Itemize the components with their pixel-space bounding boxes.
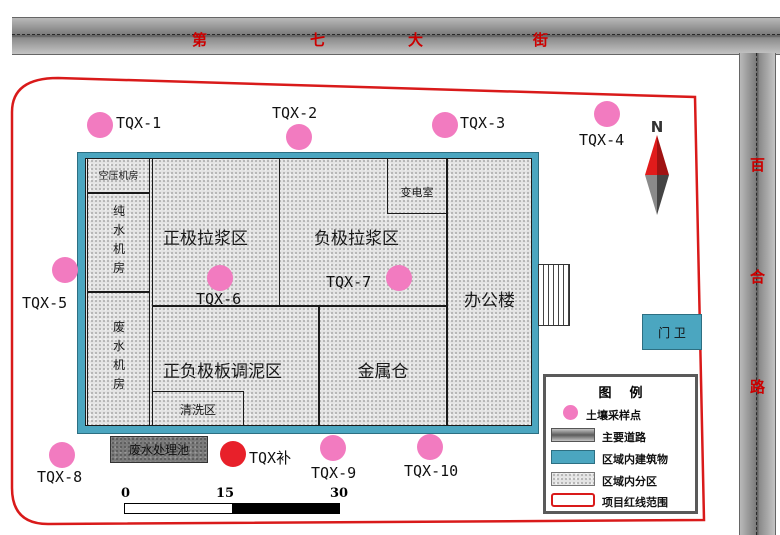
sample-point-6	[207, 265, 233, 291]
zone-cleaning-label: 清洗区	[179, 403, 216, 417]
road-top-char-4: 街	[533, 31, 549, 49]
building-interior	[85, 158, 532, 426]
scale-tick-0: 0	[121, 486, 131, 501]
zone-metal-store-label: 金属仓	[357, 362, 409, 382]
sample-point-9	[320, 435, 346, 461]
legend-title: 图 例	[598, 386, 643, 401]
road-top-char-1: 第	[192, 31, 208, 49]
sample-point-3	[432, 112, 458, 138]
main-road-right-lane	[756, 53, 757, 535]
scale-tick-15: 15	[216, 486, 235, 501]
legend-zone-icon	[551, 472, 595, 486]
sample-label-3: TQX-3	[460, 114, 506, 132]
legend-sample-label: 土壤采样点	[586, 409, 641, 422]
sample-point-4	[594, 101, 620, 127]
main-road-top-lane	[12, 34, 780, 35]
road-right-char-1: 百	[750, 156, 766, 174]
zone-mud-label: 正负极板调泥区	[163, 362, 282, 382]
wastewater-treatment-pool-label: 废水处理池	[128, 443, 189, 457]
sample-label-4: TQX-4	[579, 131, 625, 149]
legend-boundary-icon	[551, 493, 595, 507]
sample-label-9: TQX-9	[311, 464, 357, 482]
guard-house: 门 卫	[642, 314, 702, 350]
main-road-right	[739, 53, 776, 535]
zone-negative-paste-label: 负极拉浆区	[314, 229, 399, 249]
sample-label-1: TQX-1	[116, 114, 162, 132]
zone-negative-paste	[279, 158, 447, 306]
legend-building-icon	[551, 450, 595, 464]
guard-house-label: 门 卫	[658, 325, 686, 340]
sample-point-7	[386, 265, 412, 291]
sample-point-2	[286, 124, 312, 150]
zone-pure-water-char-2: 水	[112, 223, 125, 237]
legend-sample-icon	[563, 405, 578, 420]
road-right-char-3: 路	[750, 378, 766, 396]
zone-waste-water-char-2: 水	[112, 339, 125, 353]
sample-label-10: TQX-10	[404, 462, 459, 480]
road-top-char-2: 七	[310, 31, 326, 49]
zone-cleaning	[152, 391, 244, 426]
zone-waste-water-char-4: 房	[112, 377, 125, 391]
zone-positive-paste-label: 正极拉浆区	[163, 229, 248, 249]
legend-building-label: 区域内建筑物	[602, 453, 668, 466]
sample-point-10	[417, 434, 443, 460]
road-right-char-2: 合	[750, 268, 766, 286]
sample-label-2: TQX-2	[272, 104, 318, 122]
sample-label-5: TQX-5	[22, 294, 68, 312]
zone-pure-water-char-1: 纯	[112, 204, 125, 218]
zone-waste-water	[87, 292, 150, 426]
zone-pure-water-char-3: 机	[112, 242, 125, 256]
sample-label-6: TQX-6	[196, 290, 242, 308]
sample-label-supplement: TQX补	[249, 449, 292, 467]
sample-point-supplement	[220, 441, 246, 467]
sample-point-1	[87, 112, 113, 138]
legend-road-icon	[551, 428, 595, 442]
road-top-char-3: 大	[408, 31, 424, 49]
zone-office	[447, 158, 532, 426]
scale-tick-30: 30	[330, 486, 349, 501]
scale-bar	[124, 503, 340, 514]
zone-substation	[387, 158, 447, 214]
north-arrow-icon	[645, 135, 669, 215]
legend-zone-label: 区域内分区	[602, 475, 657, 488]
north-label: N	[650, 118, 664, 136]
zone-waste-water-char-3: 机	[112, 358, 125, 372]
legend-road-label: 主要道路	[602, 431, 646, 444]
sample-point-5	[52, 257, 78, 283]
zone-metal-store	[319, 306, 447, 426]
sample-point-8	[49, 442, 75, 468]
zone-waste-water-char-1: 废	[112, 320, 125, 334]
zone-pure-water	[87, 193, 150, 292]
entrance-steps	[538, 264, 570, 326]
sample-label-8: TQX-8	[37, 468, 83, 486]
legend: 图 例 土壤采样点 主要道路 区域内建筑物 区域内分区 项目红线范围	[543, 374, 698, 514]
main-road-top	[12, 17, 780, 55]
zone-pure-water-char-4: 房	[112, 261, 125, 275]
zone-air-compressor-label: 空压机房	[98, 171, 139, 182]
legend-boundary-label: 项目红线范围	[602, 496, 668, 509]
zone-air-compressor	[87, 158, 150, 193]
zone-office-label: 办公楼	[464, 291, 515, 311]
zone-substation-label: 变电室	[400, 186, 434, 199]
sample-label-7: TQX-7	[326, 273, 372, 291]
wastewater-treatment-pool: 废水处理池	[110, 436, 208, 463]
